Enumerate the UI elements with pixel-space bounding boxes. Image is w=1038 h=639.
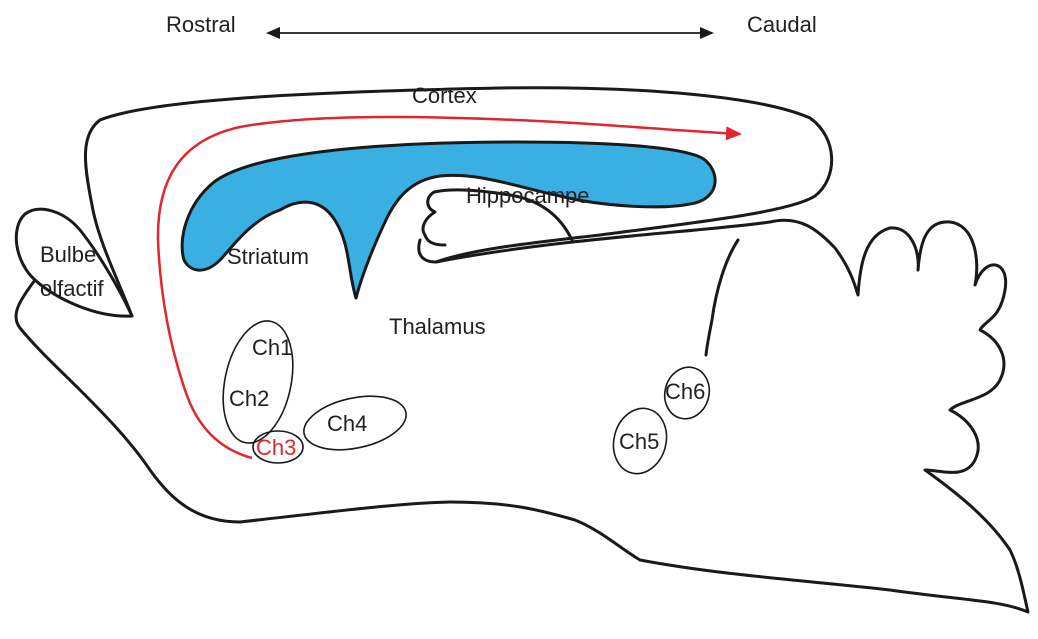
- thalamus-label: Thalamus: [389, 314, 486, 339]
- lateral-ventricle: [182, 142, 715, 298]
- hippocampus-label: Hippocampe: [466, 183, 590, 208]
- olfactory-bulb-label-line1: Bulbe: [40, 242, 96, 267]
- cerebellum-brainstem-outline: [16, 220, 1028, 612]
- caudal-label: Caudal: [747, 12, 817, 37]
- ch1-label: Ch1: [252, 335, 292, 360]
- ch6-label: Ch6: [665, 379, 705, 404]
- rostral-label: Rostral: [166, 12, 236, 37]
- ch4-label: Ch4: [327, 411, 367, 436]
- ch3-label: Ch3: [256, 435, 296, 460]
- striatum-label: Striatum: [227, 244, 309, 269]
- cortex-label: Cortex: [412, 83, 477, 108]
- olfactory-bulb-label-line2: olfactif: [40, 276, 104, 301]
- ch5-label: Ch5: [619, 429, 659, 454]
- midbrain-boundary: [706, 240, 738, 355]
- ch2-label: Ch2: [229, 386, 269, 411]
